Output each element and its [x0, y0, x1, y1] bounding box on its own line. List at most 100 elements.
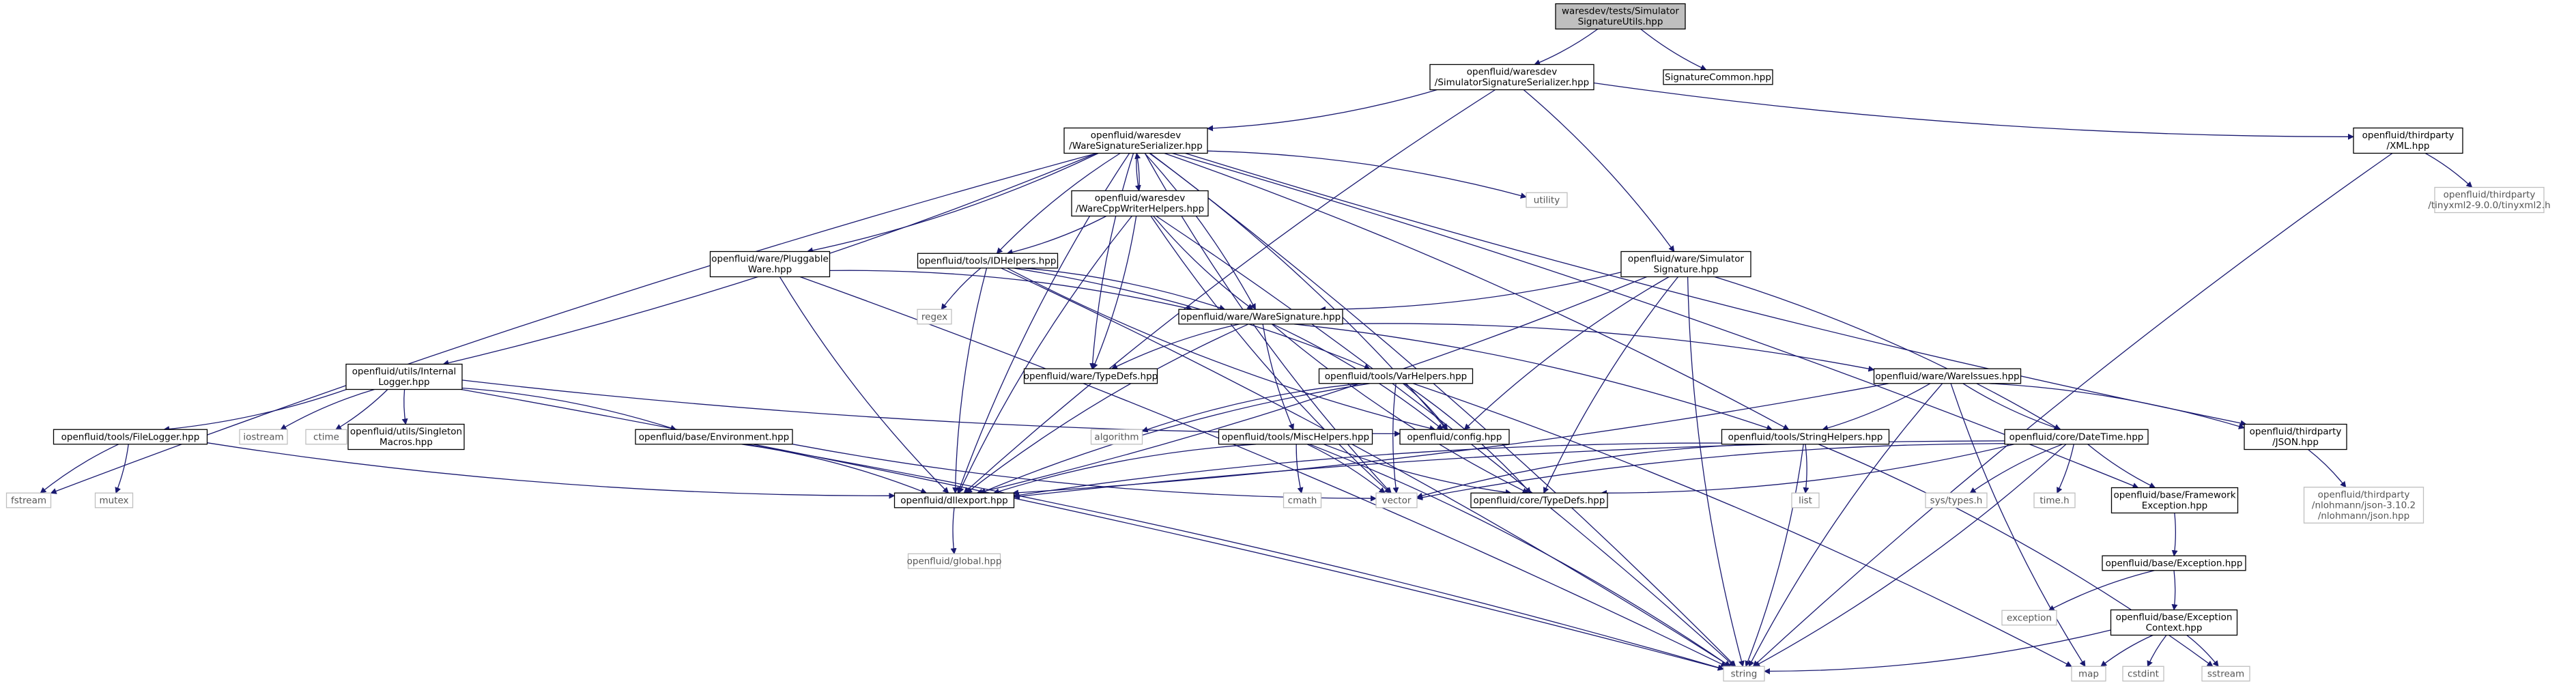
edge — [40, 444, 119, 494]
edge-dllexport-to-global — [950, 507, 957, 555]
node-label-line: Ware.hpp — [748, 264, 792, 275]
node-idhelpers[interactable]: openfluid/tools/IDHelpers.hpp — [917, 253, 1059, 269]
node-exceptionhpp[interactable]: openfluid/base/Exception.hpp — [2102, 555, 2246, 571]
edge — [952, 268, 988, 494]
node-wareissues[interactable]: openfluid/ware/WareIssues.hpp — [1873, 368, 2022, 384]
node-nlohmann: openfluid/thirdparty/nlohmann/json-3.10.… — [2303, 487, 2424, 524]
node-dllexport[interactable]: openfluid/dllexport.hpp — [893, 492, 1015, 509]
edge — [979, 383, 1370, 494]
node-label-line: algorithm — [1094, 431, 1139, 442]
node-label-line: cmath — [1288, 495, 1317, 506]
node-global: openfluid/global.hpp — [907, 553, 1001, 569]
node-box — [347, 423, 465, 451]
edge — [1013, 268, 1371, 370]
node-list: list — [1791, 492, 1820, 509]
edge — [1392, 383, 1399, 494]
edge-warecpp-to-typedefs — [1092, 216, 1137, 370]
edge — [745, 444, 1724, 671]
node-box — [917, 309, 952, 325]
edge — [1006, 215, 1107, 255]
node-waresigser[interactable]: openfluid/waresdev/WareSignatureSerializ… — [1063, 127, 1208, 154]
edge — [1687, 276, 1745, 668]
node-label-line: openfluid/ware/WareIssues.hpp — [1875, 371, 2019, 382]
node-stringhelpers[interactable]: openfluid/tools/StringHelpers.hpp — [1721, 429, 1890, 445]
edge-waresigser-to-json — [1185, 152, 2247, 427]
node-waresig[interactable]: openfluid/ware/WareSignature.hpp — [1178, 309, 1343, 325]
edge-datetime-to-fwexception — [2087, 444, 2156, 489]
node-timeh: time.h — [2033, 492, 2076, 509]
node-label-line: openfluid/base/Exception — [2116, 612, 2233, 623]
edge — [163, 388, 347, 432]
node-config[interactable]: openfluid/config.hpp — [1399, 429, 1510, 445]
node-sigcommon[interactable]: SignatureCommon.hpp — [1663, 69, 1773, 85]
edge-mischelpers-to-dllexport — [992, 444, 1257, 495]
node-label-line: /WareCppWriterHelpers.hpp — [1076, 203, 1204, 214]
node-box — [2122, 666, 2164, 682]
node-fstream: fstream — [5, 492, 52, 509]
edge-fwexception-to-exceptionhpp — [2171, 513, 2178, 557]
node-vector: vector — [1375, 492, 1418, 509]
edge-datetime-to-dllexport — [1013, 440, 2005, 500]
edge — [1185, 152, 2247, 427]
node-varhelpers[interactable]: openfluid/tools/VarHelpers.hpp — [1318, 368, 1474, 384]
edge — [1023, 268, 1226, 311]
node-typedefs[interactable]: openfluid/ware/TypeDefs.hpp — [1023, 368, 1158, 384]
node-waresimsig[interactable]: openfluid/ware/SimulatorSignature.hpp — [1620, 251, 1751, 278]
edge — [1950, 383, 2086, 668]
node-datetime[interactable]: openfluid/core/DateTime.hpp — [2004, 429, 2149, 445]
edge — [1149, 152, 1736, 667]
node-label-line: openfluid/tools/FileLogger.hpp — [61, 431, 200, 442]
node-label-line: openfluid/tools/VarHelpers.hpp — [1325, 371, 1467, 382]
node-label-line: sstream — [2207, 668, 2244, 679]
edge-waresimsig-to-string — [1687, 276, 1745, 668]
edge-wareissues-to-json — [1989, 383, 2245, 429]
node-environment[interactable]: openfluid/base/Environment.hpp — [635, 429, 793, 445]
node-box — [2071, 666, 2106, 682]
node-box — [94, 492, 134, 509]
edge-simsigser-to-xml — [1593, 82, 2354, 140]
edge — [1150, 216, 1391, 494]
node-label-line: /WareSignatureSerializer.hpp — [1069, 141, 1203, 152]
node-label-line: /nlohmann/json-3.10.2 — [2312, 500, 2416, 511]
node-box — [1663, 69, 1773, 85]
edge-mischelpers-to-coretypedefs — [1323, 444, 1512, 496]
edge — [1752, 152, 2393, 667]
node-box — [1023, 368, 1158, 384]
edge — [1822, 383, 1931, 431]
node-simsigser[interactable]: openfluid/waresdev/SimulatorSignatureSer… — [1429, 63, 1594, 91]
edge-idhelpers-to-waresig — [1023, 268, 1226, 311]
node-label-line: openfluid/utils/Singleton — [350, 427, 462, 438]
node-warecpp[interactable]: openfluid/waresdev/WareCppWriterHelpers.… — [1071, 190, 1209, 217]
node-coretypedefs[interactable]: openfluid/core/TypeDefs.hpp — [1470, 492, 1608, 509]
edge-waresig-to-coretypedefs — [1271, 324, 1529, 494]
edge — [950, 507, 957, 555]
node-json[interactable]: openfluid/thirdparty/JSON.hpp — [2244, 423, 2347, 451]
node-label-line: openfluid/waresdev — [1467, 67, 1557, 78]
edge-waresigser-to-idhelpers — [996, 152, 1121, 254]
node-label-line: /nlohmann/json.hpp — [2318, 511, 2409, 521]
node-label-line: openfluid/tools/StringHelpers.hpp — [1728, 431, 1883, 442]
edge — [1013, 440, 2005, 500]
node-box — [2110, 609, 2238, 636]
node-label-line: waresdev/tests/Simulator — [1562, 6, 1679, 17]
node-root[interactable]: waresdev/tests/SimulatorSignatureUtils.h… — [1555, 3, 1686, 30]
edge-wareissues-to-string — [1748, 383, 1943, 668]
edge-mischelpers-to-cmath — [1296, 444, 1304, 494]
node-box — [1620, 251, 1751, 278]
node-mischelpers[interactable]: openfluid/tools/MiscHelpers.hpp — [1218, 429, 1373, 445]
node-filelogger[interactable]: openfluid/tools/FileLogger.hpp — [53, 429, 208, 445]
edge — [280, 388, 375, 430]
edge-waresigser-to-typedefs — [1089, 153, 1134, 370]
node-box — [1873, 368, 2022, 384]
edge — [1754, 444, 2067, 667]
node-box — [2353, 127, 2463, 154]
node-xml[interactable]: openfluid/thirdparty/XML.hpp — [2353, 127, 2463, 154]
edge — [1593, 82, 2354, 140]
edge-stringhelpers-to-vector — [1416, 444, 1758, 499]
edge-exccontext-to-map — [2100, 634, 2153, 667]
